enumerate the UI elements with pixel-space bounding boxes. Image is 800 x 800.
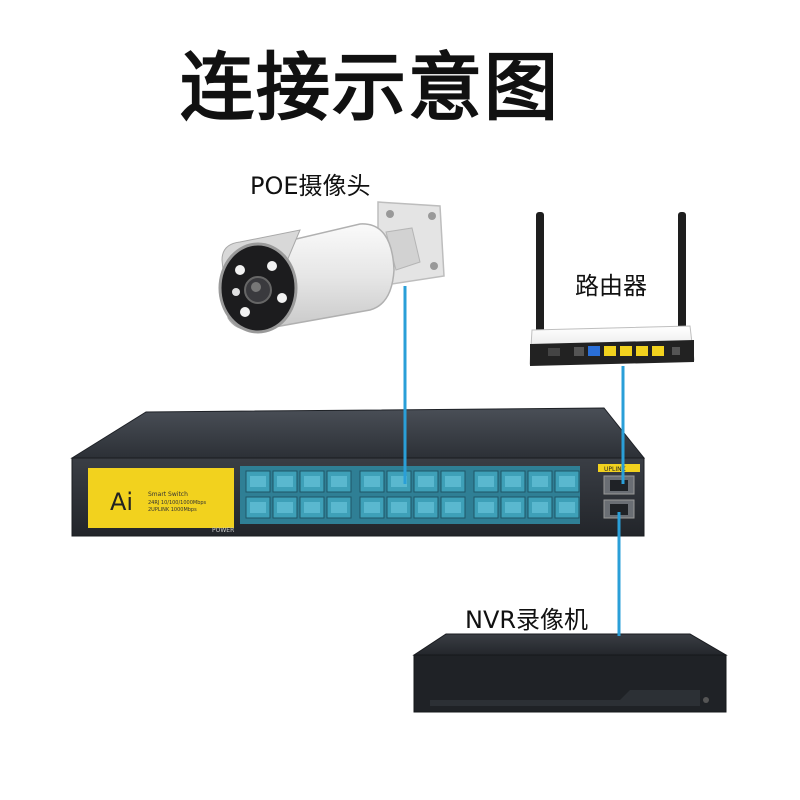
switch-port-socket: [331, 476, 347, 487]
nvr-recorder: [412, 633, 728, 713]
switch-port-socket: [505, 476, 521, 487]
switch-port-socket: [505, 502, 521, 513]
switch-port-socket: [277, 476, 293, 487]
poe-camera: [218, 201, 445, 334]
switch-port-socket: [478, 502, 494, 513]
switch-port-socket: [418, 476, 434, 487]
switch-port-socket: [250, 476, 266, 487]
switch-port-socket: [277, 502, 293, 513]
switch-port-socket: [445, 476, 461, 487]
network-cables: [403, 286, 625, 636]
nvr-label: NVR录像机: [465, 606, 589, 634]
switch-power-label: POWER: [212, 527, 234, 534]
switch-port-socket: [478, 476, 494, 487]
switch-port-socket: [364, 476, 380, 487]
switch-port-socket: [250, 502, 266, 513]
switch-line3: 2UPLINK 1000Mbps: [148, 507, 197, 513]
switch-port-socket: [559, 502, 575, 513]
switch-port-socket: [391, 476, 407, 487]
poe-switch: Ai Smart Switch 24RJ 10/100/1000Mbps 2UP…: [70, 407, 646, 537]
switch-port-socket: [532, 476, 548, 487]
switch-brand: Ai: [110, 488, 133, 516]
camera-label: POE摄像头: [250, 172, 371, 200]
switch-line1: Smart Switch: [148, 491, 188, 498]
switch-port-socket: [559, 476, 575, 487]
router: [529, 212, 695, 366]
router-label: 路由器: [575, 272, 647, 300]
switch-port-socket: [331, 502, 347, 513]
switch-port-socket: [445, 502, 461, 513]
switch-label-panel: [88, 468, 234, 528]
switch-port-socket: [391, 502, 407, 513]
switch-uplink-label: UPLINK: [604, 466, 627, 473]
switch-port-socket: [304, 476, 320, 487]
switch-port-socket: [418, 502, 434, 513]
page-title: 连接示意图: [180, 45, 560, 131]
switch-port-socket: [364, 502, 380, 513]
switch-line2: 24RJ 10/100/1000Mbps: [148, 500, 207, 506]
switch-port-socket: [532, 502, 548, 513]
switch-port-grid: [245, 470, 580, 519]
switch-port-socket: [304, 502, 320, 513]
